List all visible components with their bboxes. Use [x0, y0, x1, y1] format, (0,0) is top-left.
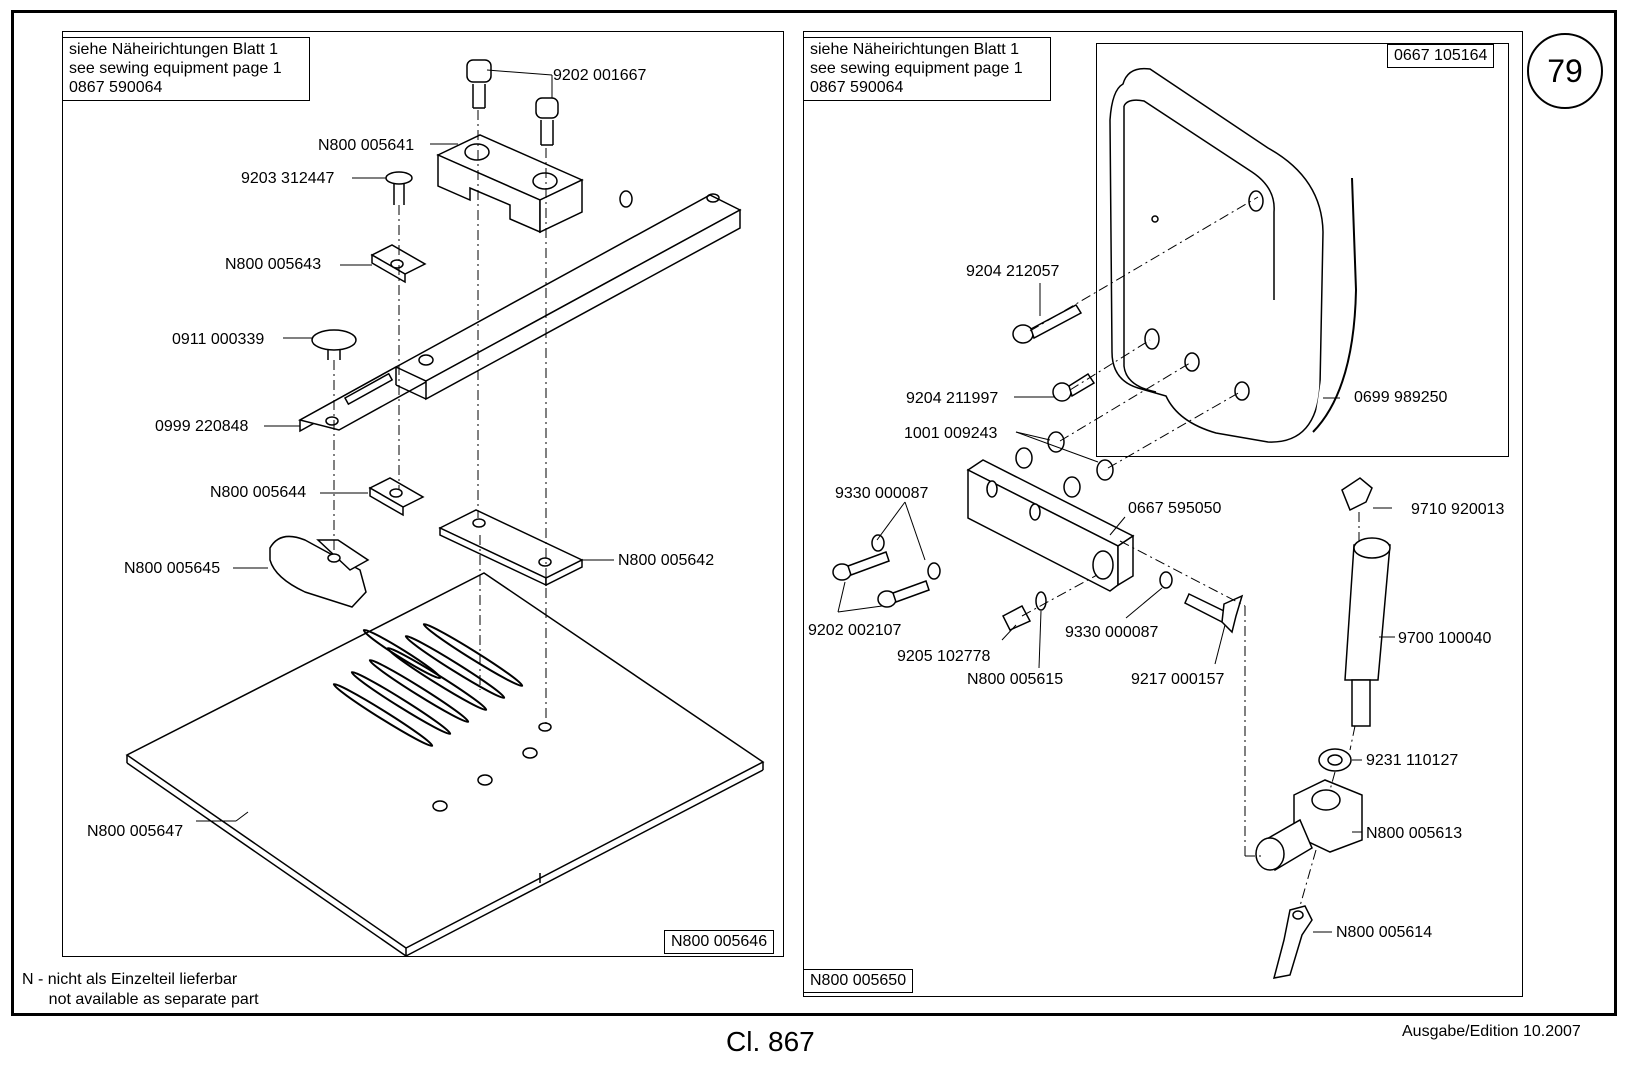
part-label: 9217 000157	[1131, 671, 1225, 688]
part-label: N800 005613	[1366, 825, 1463, 842]
part-label: 9205 102778	[897, 648, 991, 665]
cover-plate	[1109, 67, 1358, 443]
part-label: 9202 001667	[553, 67, 647, 84]
bracket	[966, 459, 1135, 592]
right-reference-note: siehe Näheirichtungen Blatt 1 see sewing…	[803, 37, 1051, 101]
right-panel	[803, 31, 1523, 997]
part-label: N800 005614	[1336, 924, 1433, 941]
screw-9204-211997	[1052, 372, 1096, 402]
part-label: N800 005647	[87, 823, 184, 840]
slide-bar	[297, 190, 742, 433]
part-label: 9204 211997	[906, 390, 999, 407]
part-label: N800 005643	[225, 256, 322, 273]
screw-9204-212057	[1012, 304, 1083, 344]
part-label: 9710 920013	[1411, 501, 1505, 518]
set-screw-9205	[1002, 591, 1047, 631]
screw-9203	[385, 171, 413, 205]
part-label: 9700 100040	[1398, 630, 1492, 647]
part-label: 0699 989250	[1354, 389, 1448, 406]
left-panel	[62, 31, 784, 957]
lever-n800-005614	[1272, 905, 1313, 979]
handle-block	[269, 535, 370, 608]
part-label: 0911 000339	[172, 331, 265, 348]
insert-plate	[438, 509, 584, 587]
model-title: Cl. 867	[726, 1026, 815, 1057]
nut-9231	[1318, 748, 1352, 772]
page-number: 79	[1527, 33, 1603, 109]
part-label: 9204 212057	[966, 263, 1060, 280]
screws-9202-002107	[832, 534, 941, 608]
slide-nut-lower	[368, 477, 425, 517]
base-plate	[125, 572, 765, 957]
page-frame	[11, 10, 1617, 1016]
part-label: N800 005615	[967, 671, 1064, 688]
part-label: 0667 595050	[1128, 500, 1222, 517]
sub-assembly-frame	[1096, 43, 1509, 457]
gas-strut	[1341, 477, 1391, 727]
clamp-block	[436, 134, 584, 234]
screw-9202	[466, 59, 559, 146]
block-n800-005613	[1255, 779, 1363, 872]
edition-date: Ausgabe/Edition 10.2007	[1402, 1023, 1581, 1040]
thumb-knob	[311, 329, 357, 360]
part-label: 9202 002107	[808, 622, 902, 639]
part-label: 0999 220848	[155, 418, 249, 435]
part-label: 9330 000087	[1065, 624, 1159, 641]
wing-screw-9217	[1159, 571, 1244, 634]
part-label: 9203 312447	[241, 170, 335, 187]
part-label: N800 005644	[210, 484, 307, 501]
left-reference-note: siehe Näheirichtungen Blatt 1 see sewing…	[62, 37, 310, 101]
part-label: 9231 110127	[1366, 752, 1459, 769]
part-label: N800 005641	[318, 137, 415, 154]
sub-assembly-code: 0667 105164	[1387, 44, 1495, 68]
part-label: 9330 000087	[835, 485, 929, 502]
part-label: N800 005642	[618, 552, 715, 569]
washers	[1015, 431, 1114, 498]
left-assembly-code: N800 005646	[664, 930, 775, 954]
right-assembly-code: N800 005650	[803, 969, 914, 993]
availability-footnote: N - nicht als Einzelteil lieferbar not a…	[22, 971, 259, 1008]
part-label: N800 005645	[124, 560, 221, 577]
part-label: 1001 009243	[904, 425, 998, 442]
